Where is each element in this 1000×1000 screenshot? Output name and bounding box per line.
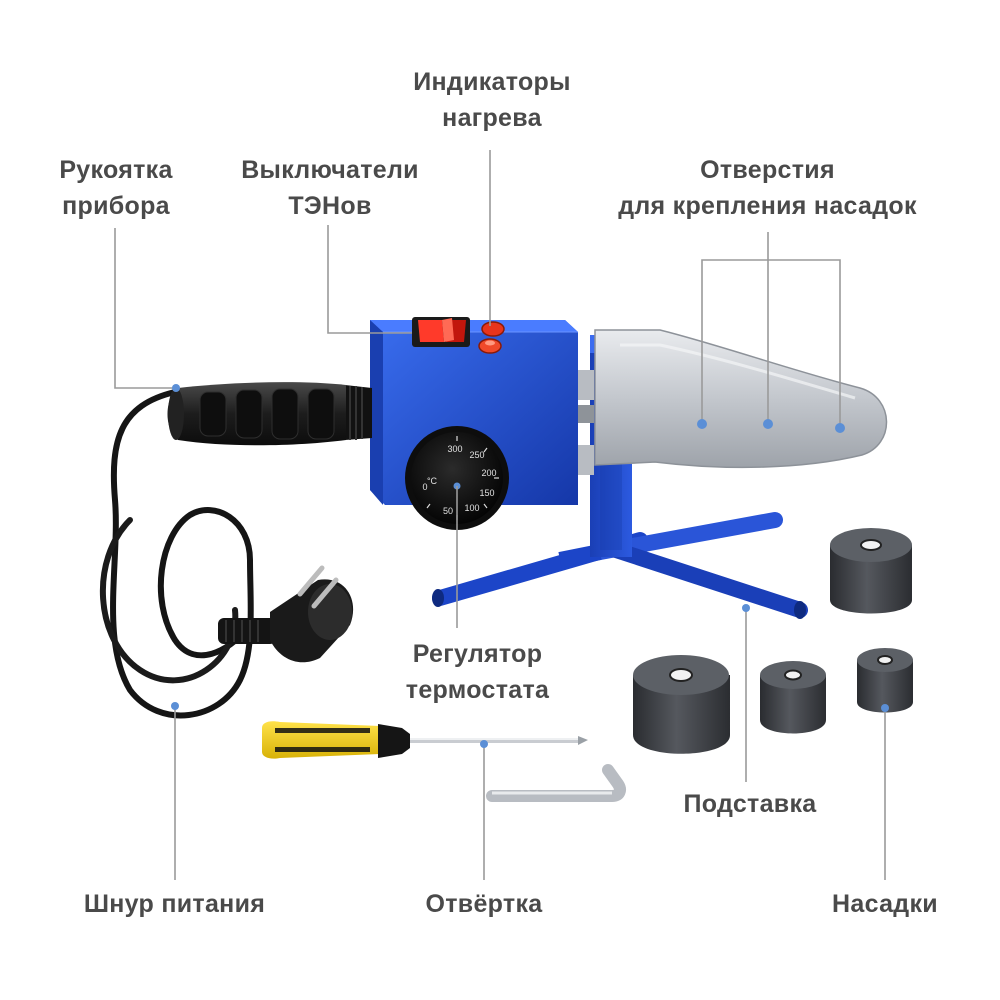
label-handle: Рукоятка прибора [59, 156, 173, 220]
power-plug [270, 565, 354, 663]
label-screwdriver: Отвёртка [425, 890, 543, 918]
hex-key [486, 764, 626, 802]
heating-plate [594, 329, 888, 469]
pointer-dots [171, 384, 889, 748]
handle [167, 382, 372, 446]
label-nozzles: Насадки [832, 890, 938, 918]
dot-hole-1 [697, 419, 707, 429]
dot-nozzles [881, 704, 889, 712]
dot-hole-3 [835, 423, 845, 433]
dial-tick-250: 250 [469, 450, 484, 460]
nozzle-small-middle [760, 661, 826, 734]
thermostat-dial: 300 250 200 150 100 50 °C 0 [405, 426, 509, 530]
nozzle-large-front [633, 655, 730, 754]
dot-stand [742, 604, 750, 612]
nozzle-small-right [857, 648, 913, 713]
label-cord: Шнур питания [83, 890, 266, 918]
dial-off: 0 [422, 482, 427, 492]
label-stand: Подставка [683, 790, 817, 818]
dot-cord [171, 702, 179, 710]
dot-screwdriver [480, 740, 488, 748]
dot-handle [172, 384, 180, 392]
dot-hole-2 [763, 419, 773, 429]
label-indicators: Индикаторы нагрева [413, 68, 571, 132]
screwdriver [262, 721, 588, 759]
label-switches: Выключатели ТЭНов [241, 156, 419, 220]
dial-tick-100: 100 [464, 503, 479, 513]
leader-lines [114, 150, 886, 880]
heater-switches [412, 317, 470, 347]
heating-indicators [478, 321, 505, 354]
label-holes: Отверстия для крепления насадок [618, 156, 917, 220]
dial-tick-300: 300 [447, 444, 462, 454]
nozzle-large-top [830, 528, 912, 614]
label-thermostat: Регулятор термостата [405, 640, 550, 704]
power-cord [99, 389, 354, 719]
dial-tick-150: 150 [479, 488, 494, 498]
dial-unit: °C [427, 476, 438, 486]
dial-tick-200: 200 [481, 468, 496, 478]
dial-tick-50: 50 [443, 506, 453, 516]
